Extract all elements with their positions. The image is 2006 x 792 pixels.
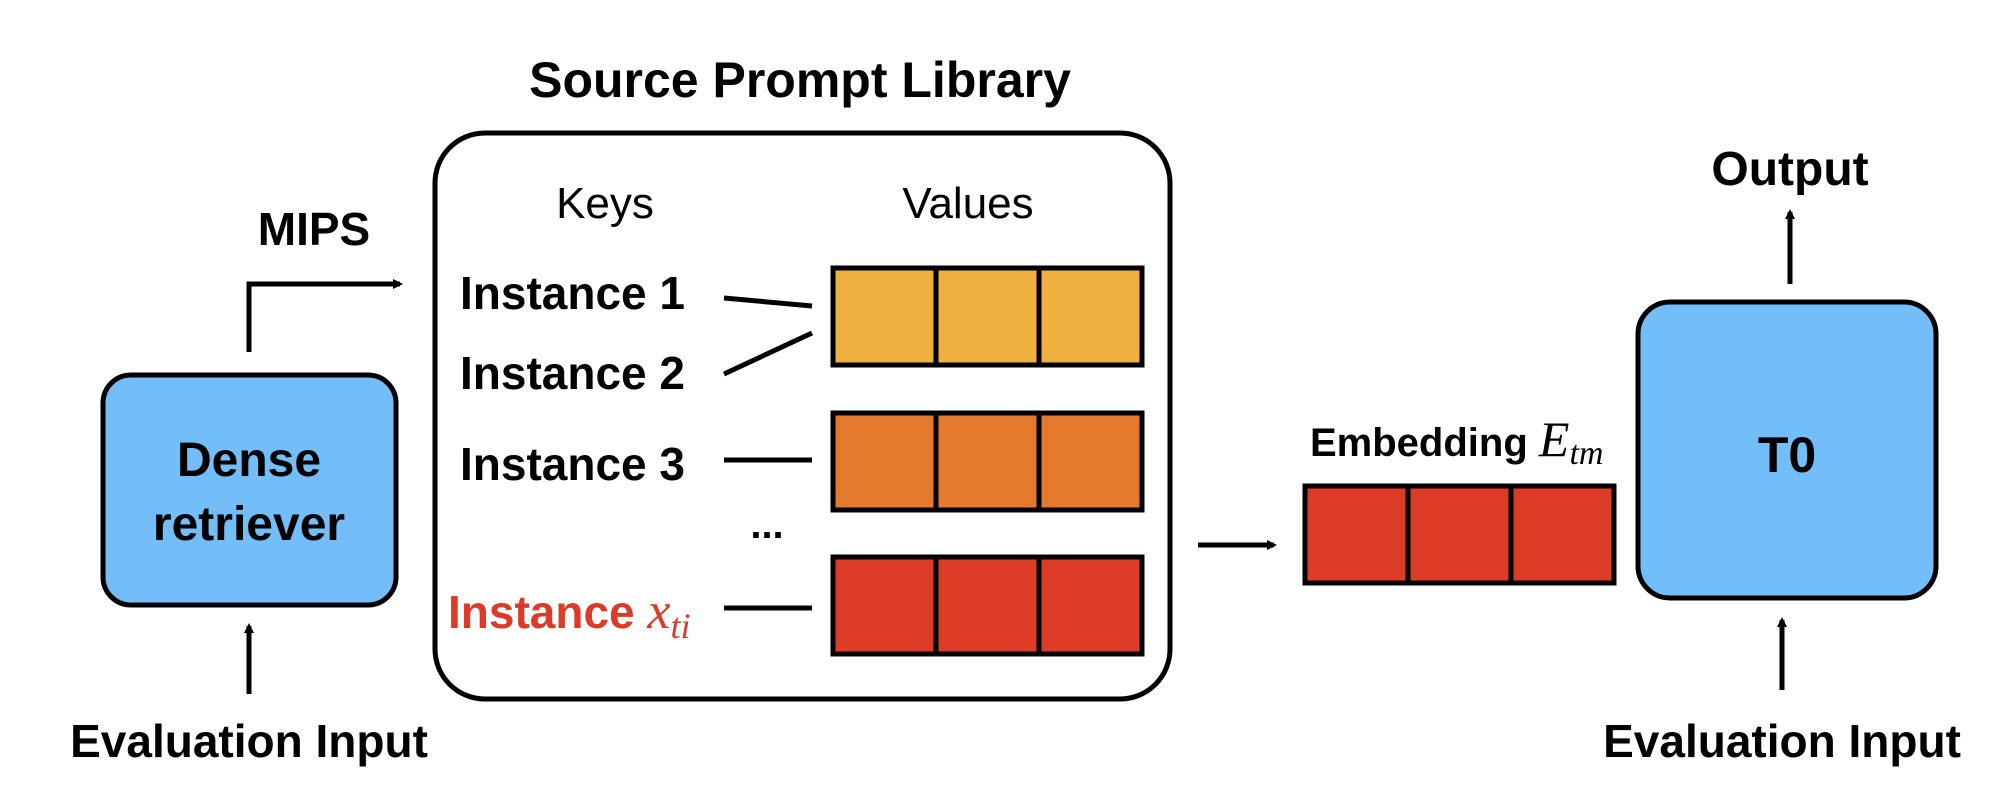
target-instance-text: Instance [448,586,647,638]
target-instance-label: Instance xti [448,583,691,646]
embedding-cell-1 [1302,483,1411,586]
value-row-3-cell-3 [1036,554,1145,657]
value-row-1-cell-2 [933,265,1042,368]
library-title: Source Prompt Library [529,52,1071,108]
value-vector-row-2 [830,410,1145,513]
t0-model-label: T0 [1758,427,1816,483]
library-container [432,130,1173,702]
output-label: Output [1711,143,1868,196]
value-row-1-cell-3 [1036,265,1145,368]
t0-model-box [1635,299,1939,601]
value-row-3-cell-1 [830,554,939,657]
dense-retriever-box [100,372,399,608]
dense-retriever-label-line2: retriever [153,498,345,551]
value-vector-row-1 [830,265,1145,368]
embedding-label-text: Embedding [1310,421,1539,465]
embedding-vector [1302,483,1617,586]
dense-retriever-label-line1: Dense [177,434,321,487]
instance-1-label: Instance 1 [460,267,685,319]
value-row-2-cell-3 [1036,410,1145,513]
target-instance-math-sub: ti [671,606,691,646]
embedding-cell-2 [1405,483,1514,586]
value-row-3-cell-2 [933,554,1042,657]
embedding-math-var: E [1538,411,1570,467]
mips-label: MIPS [258,203,370,255]
value-row-1-cell-1 [830,265,939,368]
target-instance-math-var: x [646,583,670,640]
instance-3-label: Instance 3 [460,438,685,490]
value-row-2-cell-2 [933,410,1042,513]
arrow-mips-to-library [246,279,403,352]
values-header: Values [902,179,1033,228]
embedding-cell-3 [1508,483,1617,586]
model-evaluation-input-label: Evaluation Input [1603,715,1961,767]
retriever-evaluation-input-label: Evaluation Input [70,715,428,767]
connector-instance-2 [722,330,814,377]
embedding-label: Embedding Etm [1310,411,1603,472]
connector-instance-1 [723,295,813,309]
embedding-math-sub: tm [1569,435,1603,472]
instance-2-label: Instance 2 [460,347,685,399]
ellipsis: ... [750,503,783,547]
value-row-2-cell-1 [830,410,939,513]
value-vector-row-3 [830,554,1145,657]
keys-header: Keys [556,179,654,228]
